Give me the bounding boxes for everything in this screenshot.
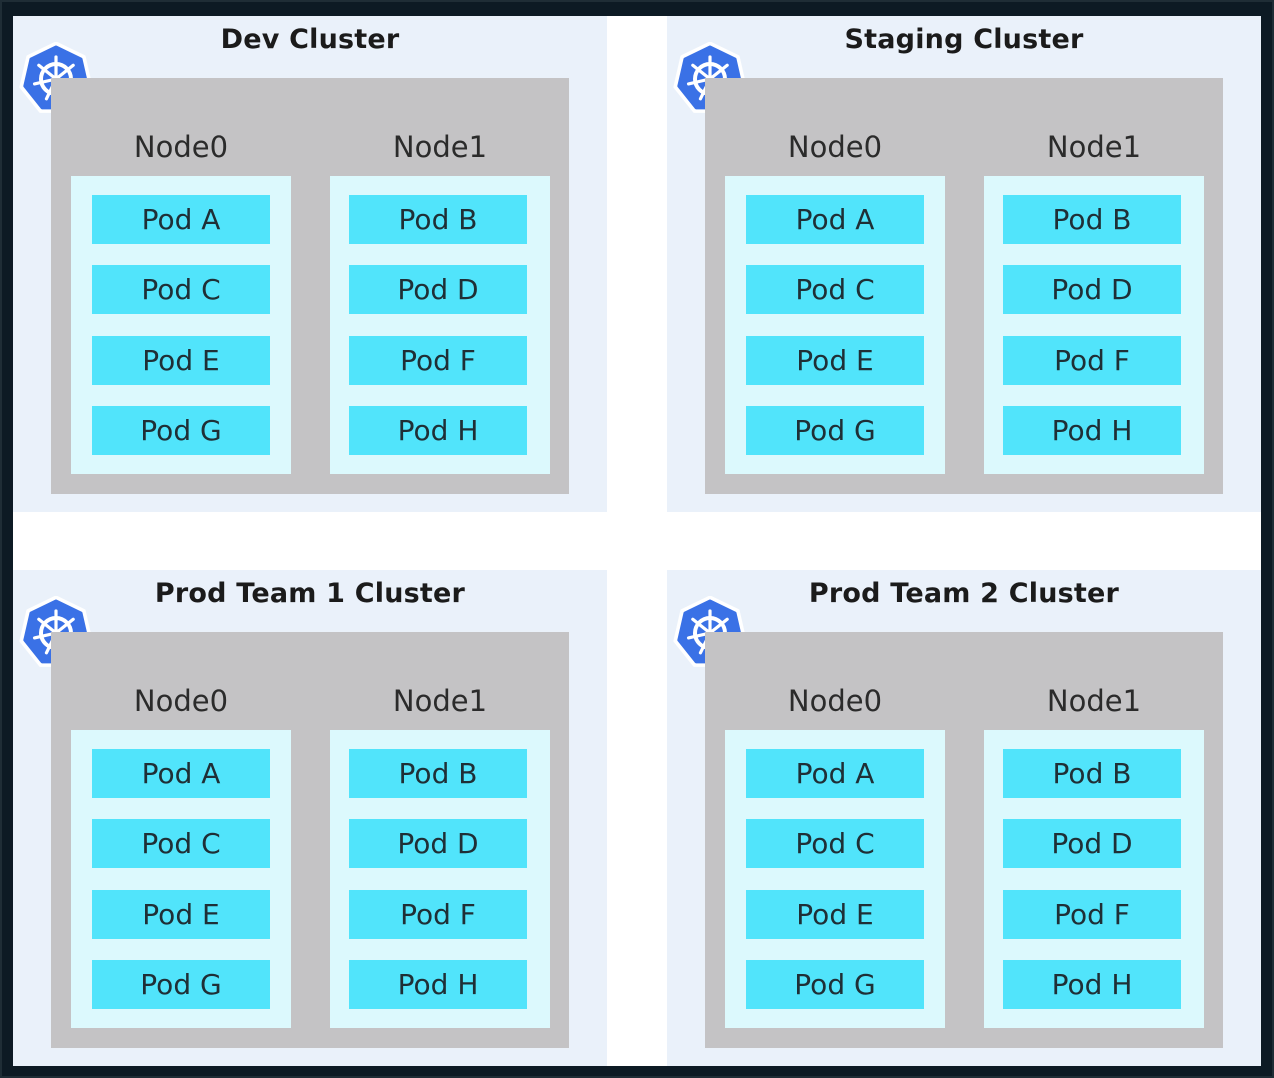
- pod: Pod D: [349, 265, 527, 314]
- node-box: Pod B Pod D Pod F Pod H: [984, 176, 1204, 474]
- cluster-staging: Staging Cluster Node0 Pod A Pod C Pod E …: [667, 16, 1261, 512]
- pod: Pod C: [92, 265, 270, 314]
- cluster-dev: Dev Cluster Node0 Pod A Pod C Pod E Pod …: [13, 16, 607, 512]
- node-0: Node0 Pod A Pod C Pod E Pod G: [725, 632, 945, 1048]
- pod: Pod B: [349, 749, 527, 798]
- pod: Pod E: [92, 336, 270, 385]
- node-label: Node0: [787, 684, 883, 718]
- node-0: Node0 Pod A Pod C Pod E Pod G: [71, 632, 291, 1048]
- cluster-title: Dev Cluster: [220, 24, 400, 55]
- pod: Pod G: [92, 960, 270, 1009]
- cluster-prod-team-1: Prod Team 1 Cluster Node0 Pod A Pod C Po…: [13, 570, 607, 1066]
- node-label: Node0: [133, 684, 229, 718]
- node-label: Node1: [1046, 684, 1142, 718]
- cluster-title: Prod Team 2 Cluster: [808, 578, 1120, 609]
- pod: Pod C: [746, 265, 924, 314]
- cluster-box: Node0 Pod A Pod C Pod E Pod G Node1 Pod …: [705, 632, 1223, 1048]
- node-0: Node0 Pod A Pod C Pod E Pod G: [725, 78, 945, 494]
- node-box: Pod A Pod C Pod E Pod G: [725, 176, 945, 474]
- pod: Pod B: [1003, 195, 1181, 244]
- cluster-box: Node0 Pod A Pod C Pod E Pod G Node1 Pod …: [705, 78, 1223, 494]
- pod: Pod D: [1003, 819, 1181, 868]
- node-box: Pod A Pod C Pod E Pod G: [725, 730, 945, 1028]
- pod: Pod B: [349, 195, 527, 244]
- node-box: Pod B Pod D Pod F Pod H: [984, 730, 1204, 1028]
- pod: Pod H: [1003, 406, 1181, 455]
- node-1: Node1 Pod B Pod D Pod F Pod H: [330, 632, 550, 1048]
- node-0: Node0 Pod A Pod C Pod E Pod G: [71, 78, 291, 494]
- cluster-title: Prod Team 1 Cluster: [154, 578, 466, 609]
- node-1: Node1 Pod B Pod D Pod F Pod H: [330, 78, 550, 494]
- pod: Pod E: [746, 336, 924, 385]
- pod: Pod F: [1003, 890, 1181, 939]
- pod: Pod D: [1003, 265, 1181, 314]
- node-box: Pod B Pod D Pod F Pod H: [330, 176, 550, 474]
- pod: Pod C: [746, 819, 924, 868]
- pod: Pod A: [92, 195, 270, 244]
- pod: Pod F: [1003, 336, 1181, 385]
- node-label: Node1: [392, 684, 488, 718]
- node-label: Node1: [1046, 130, 1142, 164]
- pod: Pod C: [92, 819, 270, 868]
- pod: Pod A: [92, 749, 270, 798]
- node-label: Node1: [392, 130, 488, 164]
- node-1: Node1 Pod B Pod D Pod F Pod H: [984, 78, 1204, 494]
- pod: Pod G: [746, 406, 924, 455]
- node-label: Node0: [133, 130, 229, 164]
- pod: Pod B: [1003, 749, 1181, 798]
- pod: Pod G: [92, 406, 270, 455]
- pod: Pod H: [1003, 960, 1181, 1009]
- pod: Pod E: [92, 890, 270, 939]
- pod: Pod F: [349, 336, 527, 385]
- pod: Pod A: [746, 749, 924, 798]
- node-box: Pod A Pod C Pod E Pod G: [71, 176, 291, 474]
- pod: Pod H: [349, 960, 527, 1009]
- pod: Pod D: [349, 819, 527, 868]
- node-1: Node1 Pod B Pod D Pod F Pod H: [984, 632, 1204, 1048]
- cluster-box: Node0 Pod A Pod C Pod E Pod G Node1 Pod …: [51, 632, 569, 1048]
- pod: Pod A: [746, 195, 924, 244]
- pod: Pod E: [746, 890, 924, 939]
- node-box: Pod B Pod D Pod F Pod H: [330, 730, 550, 1028]
- node-label: Node0: [787, 130, 883, 164]
- node-box: Pod A Pod C Pod E Pod G: [71, 730, 291, 1028]
- diagram-canvas: Dev Cluster Node0 Pod A Pod C Pod E Pod …: [13, 16, 1261, 1066]
- pod: Pod H: [349, 406, 527, 455]
- cluster-prod-team-2: Prod Team 2 Cluster Node0 Pod A Pod C Po…: [667, 570, 1261, 1066]
- pod: Pod G: [746, 960, 924, 1009]
- cluster-box: Node0 Pod A Pod C Pod E Pod G Node1 Pod …: [51, 78, 569, 494]
- cluster-title: Staging Cluster: [844, 24, 1084, 55]
- pod: Pod F: [349, 890, 527, 939]
